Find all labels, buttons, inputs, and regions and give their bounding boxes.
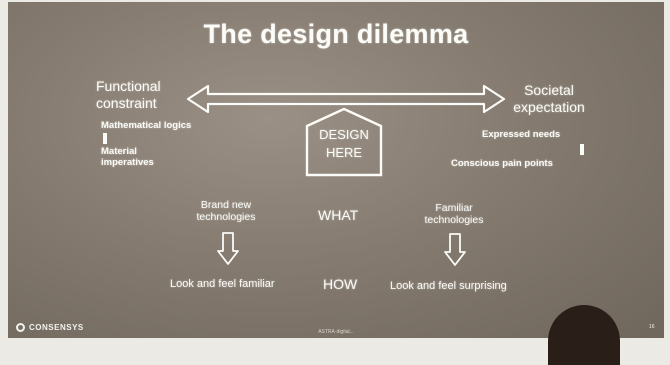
page-number: 16 — [649, 324, 655, 330]
left-heading: Functional constraint — [96, 78, 161, 112]
consensys-logo: CONSENSYS — [16, 323, 84, 332]
down-arrow-right-icon — [444, 233, 466, 266]
down-arrow-left-icon — [217, 232, 239, 265]
house-label-line1: DESIGN — [319, 127, 369, 142]
house-label: DESIGN HERE — [304, 126, 384, 162]
brand-new-tech-line2: technologies — [196, 211, 256, 223]
right-heading-line2: expectation — [513, 99, 585, 115]
look-feel-familiar: Look and feel familiar — [170, 278, 275, 290]
left-heading-line2: constraint — [96, 95, 157, 111]
look-feel-surprising: Look and feel surprising — [390, 280, 507, 292]
house-icon — [305, 107, 383, 177]
right-heading: Societal expectation — [494, 82, 604, 116]
right-item-pain-points: Conscious pain points — [451, 158, 553, 169]
logo-text: CONSENSYS — [29, 323, 84, 332]
logo-ring-icon — [16, 323, 25, 332]
familiar-tech-line1: Familiar — [435, 202, 473, 214]
left-item-material: Material imperatives — [101, 146, 154, 168]
brand-new-tech-line1: Brand new — [200, 199, 252, 211]
how-label: HOW — [323, 276, 358, 292]
left-item-material-line2: imperatives — [101, 157, 154, 168]
footer-text: ASTRA·digital... — [318, 329, 354, 335]
left-item-material-line1: Material — [101, 146, 137, 157]
right-heading-line1: Societal — [524, 82, 574, 98]
familiar-tech-label: Familiar technologies — [414, 202, 494, 226]
slide-title: The design dilemma — [203, 19, 469, 49]
left-heading-line1: Functional — [96, 78, 161, 94]
familiar-tech-line2: technologies — [424, 214, 484, 226]
right-item-expressed: Expressed needs — [482, 129, 561, 140]
left-divider-bar — [103, 133, 107, 144]
right-divider-bar — [580, 144, 584, 155]
brand-new-tech-label: Brand new technologies — [186, 199, 266, 223]
projection-screen: The design dilemma Functional constraint… — [8, 2, 664, 338]
what-label: WHAT — [318, 207, 359, 223]
double-arrow-icon — [186, 84, 506, 114]
left-item-mathematical: Mathematical logics — [101, 120, 192, 131]
house-label-line2: HERE — [325, 145, 363, 160]
